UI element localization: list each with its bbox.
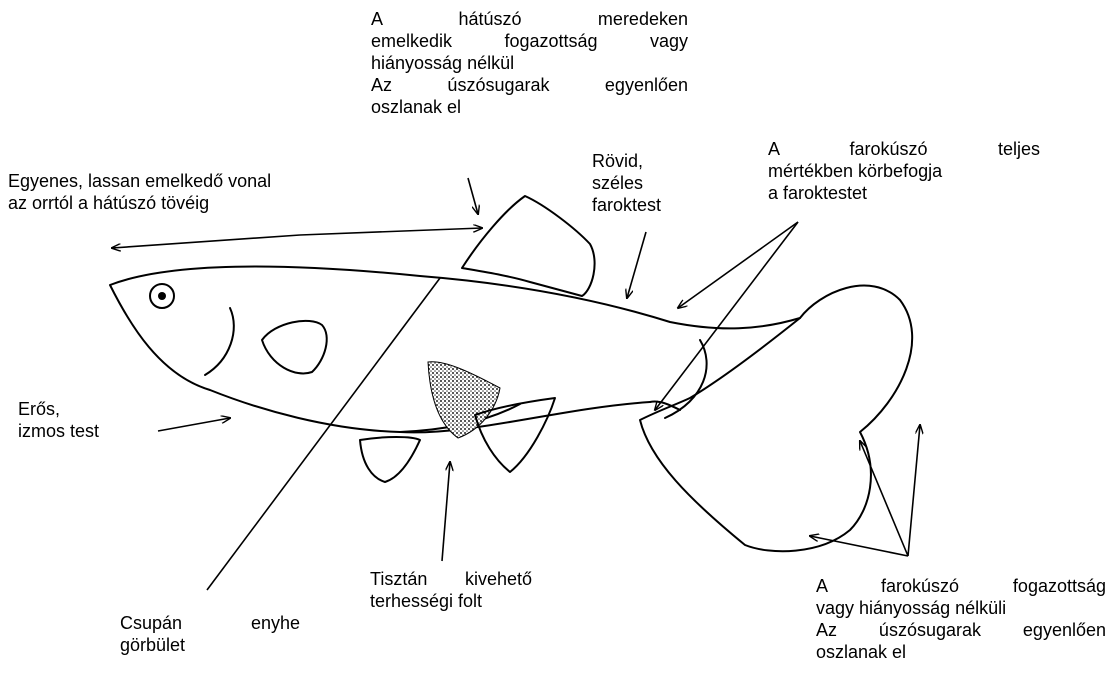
label-dorsal-line-1: A hátúszó meredeken bbox=[371, 8, 688, 30]
arrow-tailedge-3 bbox=[810, 536, 908, 556]
arrow-topline-right bbox=[300, 228, 482, 235]
pectoral-fin bbox=[262, 321, 327, 374]
label-dorsal-line-2: emelkedik fogazottság vagy bbox=[371, 30, 688, 52]
pregnancy-spot bbox=[428, 362, 500, 438]
label-curve-line-1: Csupán enyhe bbox=[120, 612, 300, 634]
label-body-line-1: Erős, bbox=[18, 398, 158, 420]
label-dorsal-line-3: hiányosság nélkül bbox=[371, 52, 688, 74]
label-topline-line-1: Egyenes, lassan emelkedő vonal bbox=[8, 170, 378, 192]
fish-gill bbox=[205, 308, 234, 375]
label-body-line-2: izmos test bbox=[18, 420, 158, 442]
label-peduncle-line-2: széles bbox=[592, 172, 702, 194]
label-spot: Tisztán kivehető terhességi folt bbox=[370, 568, 532, 612]
label-tailedge-line-3: Az úszósugarak egyenlően bbox=[816, 619, 1106, 641]
label-tailedge-line-1: A farokúszó fogazottság bbox=[816, 575, 1106, 597]
arrow-tailedge-2 bbox=[908, 425, 920, 556]
arrow-spot bbox=[442, 462, 450, 561]
arrow-curve bbox=[207, 278, 440, 590]
arrow-peduncle bbox=[627, 232, 646, 298]
label-peduncle-line-3: faroktest bbox=[592, 194, 702, 216]
label-curve-line-2: görbület bbox=[120, 634, 300, 656]
label-tail-edge: A farokúszó fogazottság vagy hiányosság … bbox=[816, 575, 1106, 663]
ventral-fin-front bbox=[360, 437, 420, 482]
arrow-dorsal bbox=[468, 178, 478, 214]
label-tailwrap-line-2: mértékben körbefogja bbox=[768, 160, 1040, 182]
label-curve: Csupán enyhe görbület bbox=[120, 612, 300, 656]
label-dorsal-line-4: Az úszósugarak egyenlően bbox=[371, 74, 688, 96]
label-topline: Egyenes, lassan emelkedő vonal az orrtól… bbox=[8, 170, 378, 214]
arrow-tailwrap-lower bbox=[655, 222, 798, 410]
label-spot-line-2: terhességi folt bbox=[370, 590, 532, 612]
dorsal-fin bbox=[462, 196, 595, 296]
label-tail-wrap: A farokúszó teljes mértékben körbefogja … bbox=[768, 138, 1040, 204]
fish-eye-inner bbox=[158, 292, 166, 300]
label-spot-line-1: Tisztán kivehető bbox=[370, 568, 532, 590]
label-tailwrap-line-3: a faroktestet bbox=[768, 182, 1040, 204]
label-topline-line-2: az orrtól a hátúszó tövéig bbox=[8, 192, 378, 214]
arrow-body bbox=[158, 418, 230, 431]
label-dorsal-line-5: oszlanak el bbox=[371, 96, 688, 118]
label-dorsal-fin: A hátúszó meredeken emelkedik fogazottsá… bbox=[371, 8, 688, 118]
tail-fin bbox=[640, 286, 912, 552]
label-body: Erős, izmos test bbox=[18, 398, 158, 442]
arrow-tailwrap-upper bbox=[678, 222, 798, 308]
label-tailwrap-line-1: A farokúszó teljes bbox=[768, 138, 1040, 160]
label-peduncle: Rövid, széles faroktest bbox=[592, 150, 702, 216]
label-tailedge-line-2: vagy hiányosság nélküli bbox=[816, 597, 1106, 619]
arrow-topline-left bbox=[112, 235, 300, 248]
label-peduncle-line-1: Rövid, bbox=[592, 150, 702, 172]
label-tailedge-line-4: oszlanak el bbox=[816, 641, 1106, 663]
